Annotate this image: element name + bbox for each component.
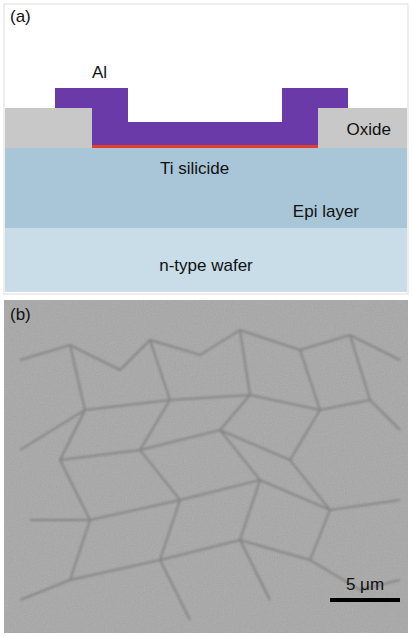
panel-letter: (b) [10,306,31,325]
scale-label: 5 μm [346,576,384,595]
part-label: Ti silicide [160,160,229,179]
aluminum-contact [55,88,348,146]
part-label: Al [92,64,107,83]
layer-label: n-type wafer [159,257,253,276]
panel-frame [4,4,408,294]
scale-bar [330,598,400,602]
wafer-band: n-type wafer [5,228,407,292]
panel-letter: (a) [10,8,31,27]
grain-boundaries [20,330,400,620]
oxide-block: Oxide [318,108,407,148]
layer-label: Oxide [347,121,391,140]
sem-image [4,300,408,633]
sem-noise [4,300,408,633]
oxide-block [5,108,93,148]
layer-label: Epi layer [293,203,359,222]
